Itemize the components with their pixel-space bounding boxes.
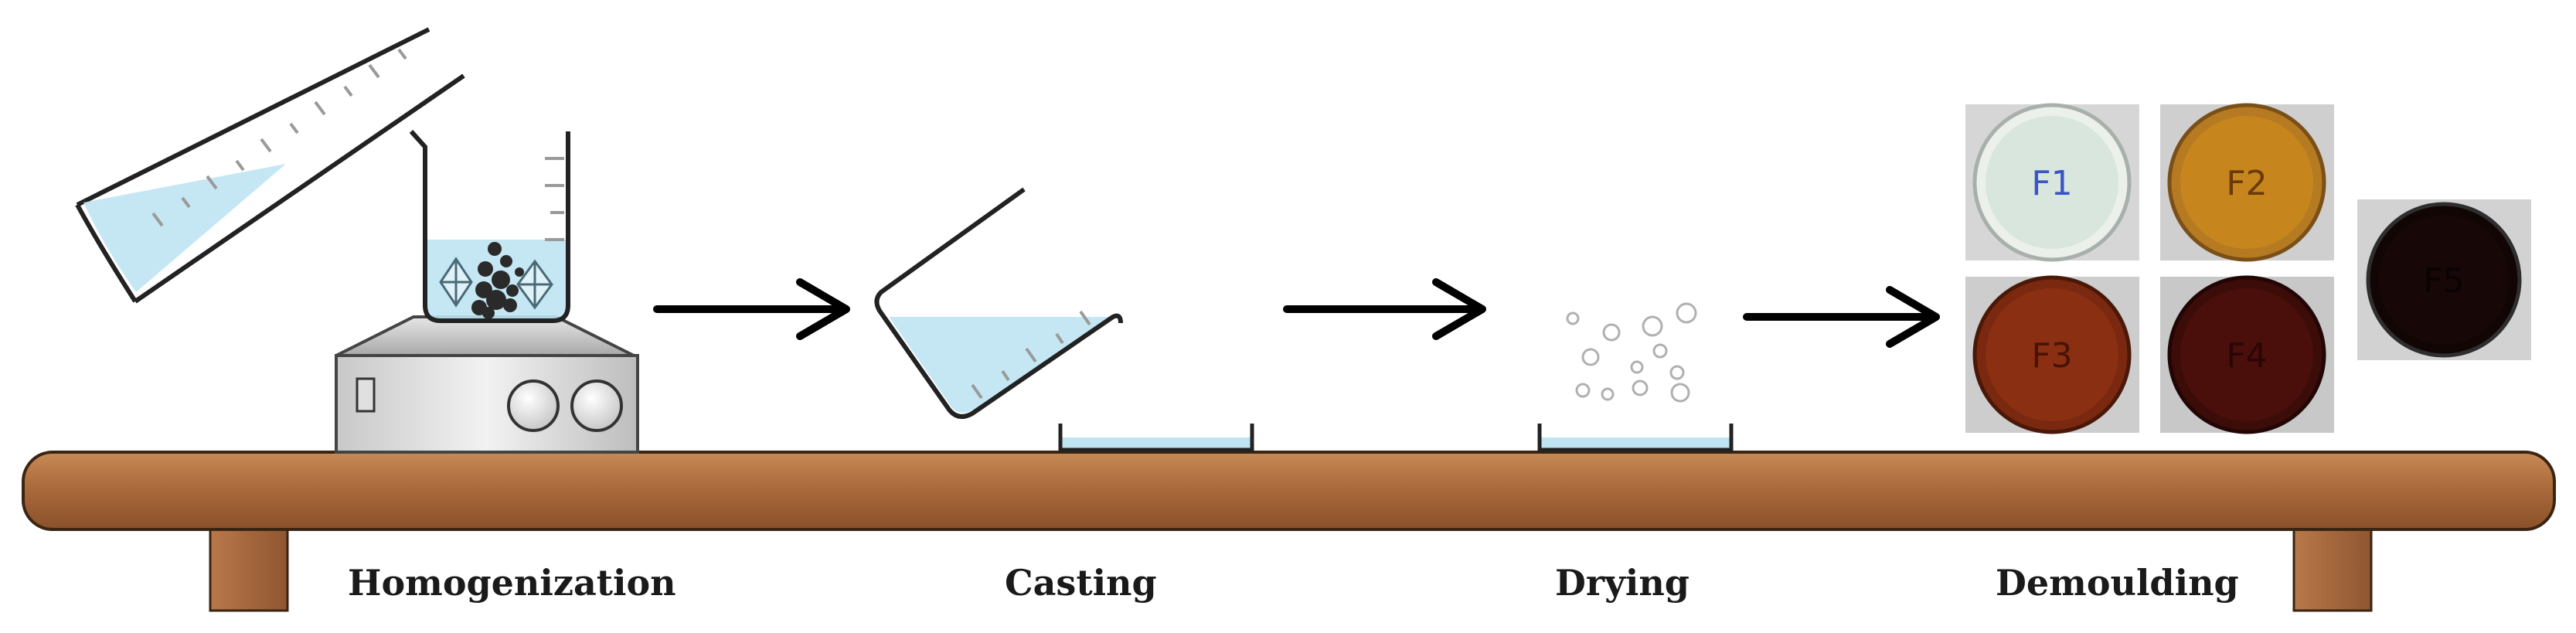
sample-label: F3 [2031, 336, 2072, 376]
crystal-icon [439, 257, 553, 310]
pouring-beaker-icon [874, 187, 1123, 419]
sample-label: F4 [2226, 336, 2267, 376]
measuring-cylinder-icon [75, 27, 465, 304]
table-leg-right [2292, 524, 2373, 612]
particles-icon [471, 242, 524, 319]
lab-table [22, 451, 2556, 612]
arrow-icon [1283, 278, 1486, 340]
step-label-casting: Casting [1005, 562, 1157, 604]
sample-photo-f2: F2 [2160, 103, 2334, 262]
arrow-icon [653, 278, 850, 340]
vapor-bubbles-icon [1566, 302, 1697, 403]
arrow-icon [1743, 286, 1940, 348]
step-label-drying: Drying [1555, 562, 1690, 604]
sample-label: F2 [2226, 164, 2267, 203]
table-leg-left [209, 524, 289, 612]
step-label-demoulding: Demoulding [1996, 562, 2239, 604]
beaker-icon [409, 129, 570, 323]
table-top [22, 451, 2556, 531]
sample-photo-f5: F5 [2357, 199, 2531, 360]
sample-label: F5 [2423, 261, 2464, 301]
stirrer-knob-right [570, 379, 623, 432]
magnetic-stirrer-icon [335, 315, 639, 454]
drying-dish-icon [1537, 424, 1734, 452]
sample-label: F1 [2031, 164, 2072, 203]
sample-photo-f4: F4 [2160, 275, 2334, 434]
step-label-homogenization: Homogenization [348, 562, 676, 604]
sample-photo-f3: F3 [1965, 275, 2139, 434]
casting-dish-icon [1058, 424, 1254, 452]
stirrer-display [356, 377, 376, 413]
sample-photo-f1: F1 [1965, 103, 2139, 262]
stirrer-knob-left [507, 379, 560, 432]
